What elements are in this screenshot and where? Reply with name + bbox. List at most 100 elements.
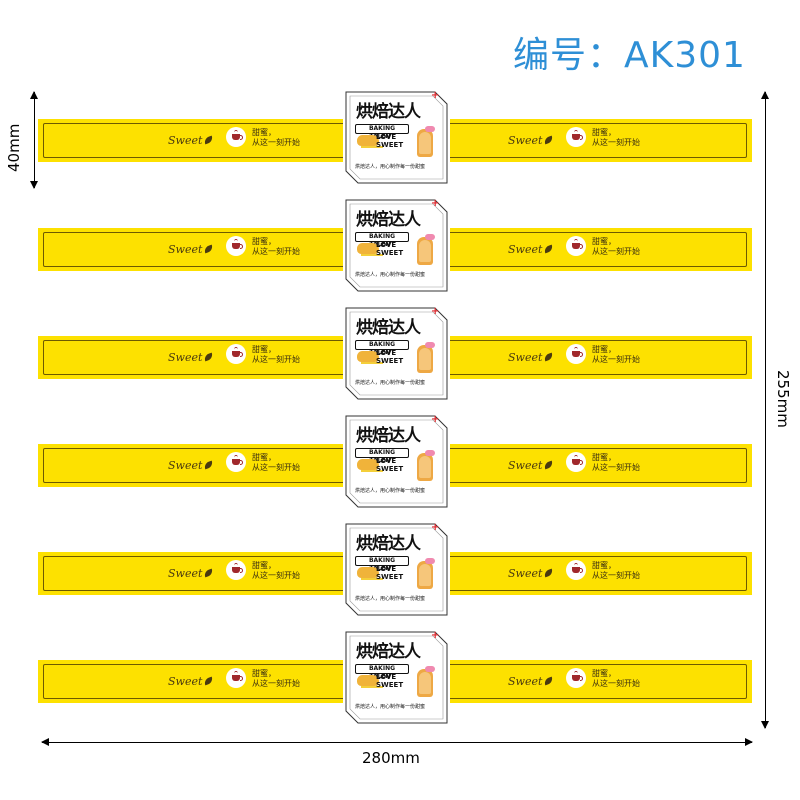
love-sweet-text: LOVE SWEET (376, 241, 403, 257)
sweet-script-text: Sweet (508, 133, 543, 147)
love-sweet-text: LOVE SWEET (376, 565, 403, 581)
slogan-line-1: 甜蜜， (592, 561, 616, 570)
badge-tagline: 烘焙达人，用心制作每一份甜蜜 (355, 380, 426, 386)
coffee-cup-icon (226, 452, 246, 472)
slogan-text: 甜蜜， 从这一刻开始 (252, 453, 300, 473)
product-code-title: 编号：AK301 (513, 35, 746, 76)
sweet-script-text: Sweet (168, 566, 203, 580)
baking-talent-badge: + 烘焙达人 BAKING TALENT LOVE SWEET 烘焙达人，用心制… (343, 305, 450, 402)
sweet-logo: Sweet (508, 454, 555, 476)
bread-plate (361, 254, 383, 256)
slogan-line-1: 甜蜜， (592, 128, 616, 137)
bow-icon (425, 666, 435, 672)
brand-name: 烘焙达人 (356, 642, 421, 662)
slogan-line-1: 甜蜜， (592, 345, 616, 354)
toast-mascot-icon (417, 345, 433, 373)
plus-mark: + (431, 522, 440, 533)
love-word: LOVE (376, 457, 397, 465)
love-sweet-text: LOVE SWEET (376, 673, 403, 689)
coffee-cup-icon (566, 344, 586, 364)
bread-plate (361, 362, 383, 364)
sweet-logo: Sweet (168, 346, 215, 368)
slogan-text: 甜蜜， 从这一刻开始 (592, 128, 640, 148)
sweet-script-text: Sweet (508, 242, 543, 256)
baking-talent-label: BAKING TALENT (355, 556, 409, 572)
sweet-word: SWEET (376, 357, 404, 365)
leaf-icon (203, 135, 215, 145)
slogan-line-1: 甜蜜， (252, 561, 276, 570)
baking-talent-badge: + 烘焙达人 BAKING TALENT LOVE SWEET 烘焙达人，用心制… (343, 197, 450, 294)
bread-icon (357, 675, 379, 686)
bread-plate (361, 146, 383, 148)
brand-name: 烘焙达人 (356, 318, 421, 338)
brand-name: 烘焙达人 (356, 426, 421, 446)
love-word: LOVE (376, 133, 397, 141)
coffee-cup-icon (226, 236, 246, 256)
bread-plate (361, 578, 383, 580)
sweet-script-text: Sweet (508, 458, 543, 472)
sweet-script-text: Sweet (168, 350, 203, 364)
slogan-line-1: 甜蜜， (252, 453, 276, 462)
slogan-line-1: 甜蜜， (592, 237, 616, 246)
badge-tagline: 烘焙达人，用心制作每一份甜蜜 (355, 596, 426, 602)
total-height-dimension-label: 255mm (774, 370, 792, 428)
leaf-icon (543, 460, 555, 470)
slogan-line-1: 甜蜜， (252, 237, 276, 246)
sweet-word: SWEET (376, 681, 404, 689)
sweet-logo: Sweet (508, 562, 555, 584)
sweet-script-text: Sweet (168, 242, 203, 256)
bow-icon (425, 558, 435, 564)
bread-plate (361, 470, 383, 472)
slogan-line-2: 从这一刻开始 (252, 138, 300, 147)
coffee-cup-icon (566, 452, 586, 472)
sweet-word: SWEET (376, 249, 404, 257)
sweet-word: SWEET (376, 465, 404, 473)
badge-frame (345, 307, 448, 400)
leaf-icon (203, 460, 215, 470)
sweet-logo: Sweet (168, 454, 215, 476)
bread-plate (361, 686, 383, 688)
badge-tagline: 烘焙达人，用心制作每一份甜蜜 (355, 488, 426, 494)
bow-icon (425, 450, 435, 456)
sweet-script-text: Sweet (168, 458, 203, 472)
bread-icon (357, 135, 379, 146)
baking-talent-badge: + 烘焙达人 BAKING TALENT LOVE SWEET 烘焙达人，用心制… (343, 629, 450, 726)
brand-name: 烘焙达人 (356, 102, 421, 122)
sweet-script-text: Sweet (508, 350, 543, 364)
plus-mark: + (431, 306, 440, 317)
badge-tagline: 烘焙达人，用心制作每一份甜蜜 (355, 704, 426, 710)
sweet-logo: Sweet (508, 129, 555, 151)
bow-icon (425, 234, 435, 240)
badge-tagline: 烘焙达人，用心制作每一份甜蜜 (355, 272, 426, 278)
slogan-text: 甜蜜， 从这一刻开始 (592, 345, 640, 365)
leaf-icon (203, 244, 215, 254)
bow-icon (425, 126, 435, 132)
toast-mascot-icon (417, 561, 433, 589)
baking-talent-label: BAKING TALENT (355, 232, 409, 248)
coffee-cup-icon (566, 236, 586, 256)
plus-mark: + (431, 90, 440, 101)
leaf-icon (543, 568, 555, 578)
slogan-text: 甜蜜， 从这一刻开始 (592, 561, 640, 581)
height-dimension-line (30, 91, 38, 189)
leaf-icon (543, 676, 555, 686)
sweet-script-text: Sweet (508, 566, 543, 580)
leaf-icon (203, 676, 215, 686)
slogan-line-2: 从这一刻开始 (252, 679, 300, 688)
badge-frame (345, 415, 448, 508)
love-word: LOVE (376, 673, 397, 681)
slogan-text: 甜蜜， 从这一刻开始 (252, 561, 300, 581)
brand-name: 烘焙达人 (356, 210, 421, 230)
baking-talent-label: BAKING TALENT (355, 664, 409, 680)
leaf-icon (203, 352, 215, 362)
sweet-script-text: Sweet (508, 674, 543, 688)
coffee-cup-icon (566, 668, 586, 688)
baking-talent-label: BAKING TALENT (355, 124, 409, 140)
coffee-cup-icon (226, 127, 246, 147)
badge-frame (345, 523, 448, 616)
slogan-line-1: 甜蜜， (252, 128, 276, 137)
baking-talent-badge: + 烘焙达人 BAKING TALENT LOVE SWEET 烘焙达人，用心制… (343, 89, 450, 186)
width-dimension-line (41, 738, 753, 746)
sweet-script-text: Sweet (168, 133, 203, 147)
leaf-icon (203, 568, 215, 578)
